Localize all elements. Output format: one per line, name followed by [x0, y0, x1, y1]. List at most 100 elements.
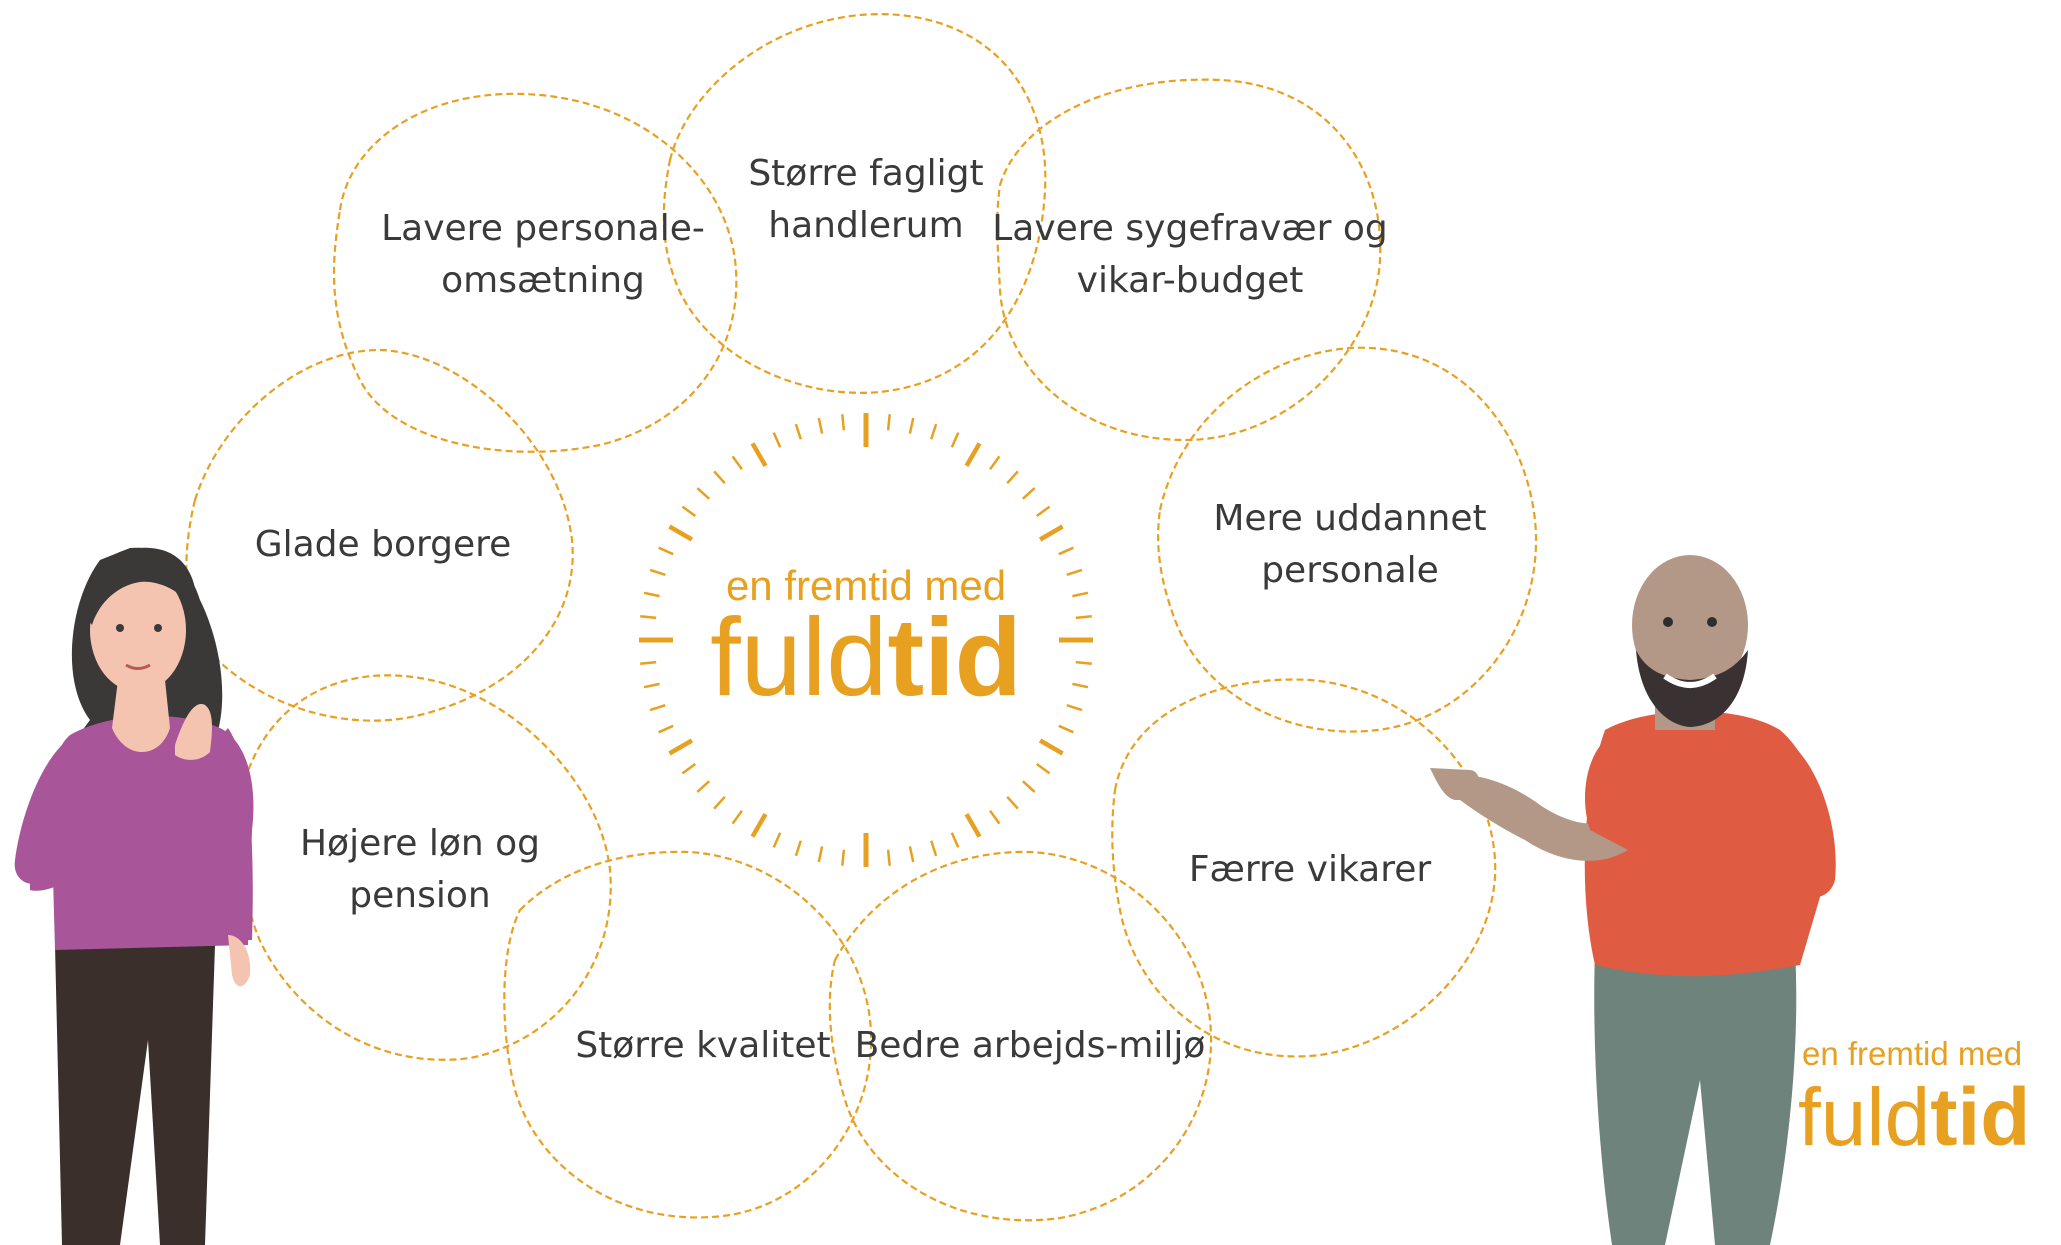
blob-lavere-personaleomsaetning	[332, 92, 738, 453]
sun-tick	[841, 414, 846, 431]
sun-tick	[681, 762, 697, 775]
benefit-label-2a: Større fagligt	[748, 153, 983, 194]
sun-tick	[1058, 546, 1074, 556]
sun-tick	[794, 423, 802, 440]
woman-arm-right	[200, 728, 253, 940]
corner-logo-tagline: en fremtid med	[1802, 1035, 2022, 1072]
corner-logo-word-bold: tid	[1930, 1072, 2030, 1163]
sun-tick	[1038, 524, 1064, 542]
woman-hand-lower	[228, 935, 251, 987]
sun-tick	[1035, 762, 1051, 775]
corner-logo-wordmark: fuldtid	[1798, 1072, 2030, 1163]
sun-tick	[988, 455, 1001, 471]
sun-tick	[696, 780, 711, 793]
benefit-labels: Lavere personale- omsætning Større fagli…	[255, 153, 1487, 1066]
sun-tick	[658, 546, 674, 556]
sun-tick	[658, 724, 674, 734]
sun-tick	[772, 432, 782, 448]
sun-tick	[681, 505, 697, 518]
man-eye-left	[1663, 617, 1673, 627]
sun-tick	[1035, 505, 1051, 518]
sun-tick	[668, 524, 694, 542]
center-logo-word-bold: tid	[887, 596, 1021, 719]
benefit-label-1b: omsætning	[441, 260, 645, 301]
benefit-label-3b: vikar-budget	[1077, 260, 1304, 301]
man-mouth	[1663, 673, 1717, 688]
woman-hand	[175, 704, 213, 760]
sun-tick	[668, 738, 694, 756]
benefit-label-5b: personale	[1261, 550, 1439, 591]
sun-tick	[964, 442, 982, 468]
benefit-label-5a: Mere uddannet	[1213, 498, 1486, 539]
benefit-label-7a: Færre vikarer	[1189, 849, 1432, 890]
sun-tick	[930, 840, 938, 857]
blob-mere-uddannet-personale	[1157, 346, 1538, 733]
sun-tick	[886, 414, 891, 431]
man-beard	[1636, 650, 1748, 727]
sun-tick	[731, 809, 744, 825]
sun-tick	[643, 591, 660, 598]
sun-tick	[908, 846, 915, 863]
sun-tick	[696, 487, 711, 500]
sun-tick	[1075, 660, 1092, 665]
woman-illustration	[14, 547, 254, 1245]
blob-lavere-sygefravaer	[996, 78, 1382, 442]
sun-tick	[1072, 591, 1089, 598]
man-arm-pointing	[1460, 775, 1628, 861]
woman-arm-left	[14, 738, 92, 884]
sun-tick	[950, 432, 960, 448]
sun-tick	[988, 809, 1001, 825]
sun-ticks	[639, 413, 1093, 867]
man-illustration	[1430, 555, 1836, 1245]
man-head	[1632, 555, 1748, 695]
sun-tick	[640, 660, 657, 665]
blob-bedre-arbejdsmiljoe	[828, 850, 1213, 1222]
sun-tick	[640, 615, 657, 620]
man-arm-right	[1770, 735, 1836, 897]
benefit-label-8a: Større kvalitet	[575, 1025, 830, 1066]
corner-logo: en fremtid med fuldtid	[1798, 1035, 2030, 1163]
sun-tick	[750, 442, 768, 468]
sun-tick	[886, 849, 891, 866]
blob-glade-borgere	[185, 348, 574, 722]
benefit-label-9a: Bedre arbejds-miljø	[855, 1025, 1206, 1066]
woman-mouth	[125, 663, 151, 670]
man-hand-pointing	[1430, 768, 1481, 800]
sun-tick	[1006, 795, 1019, 810]
sun-tick	[750, 812, 768, 838]
sun-tick	[713, 795, 726, 810]
woman-eye-left	[116, 624, 124, 632]
benefit-label-2b: handlerum	[768, 205, 963, 246]
sun-tick	[1066, 704, 1083, 712]
sun-tick	[731, 455, 744, 471]
sun-tick	[930, 423, 938, 440]
center-logo-wordmark: fuldtid	[710, 596, 1022, 719]
man-shirt	[1584, 711, 1826, 977]
sun-tick	[1072, 682, 1089, 689]
center-logo: en fremtid med fuldtid	[639, 413, 1093, 867]
sun-tick	[643, 682, 660, 689]
woman-eye-right	[154, 624, 162, 632]
sun-tick	[817, 846, 824, 863]
blob-faerre-vikarer	[1111, 678, 1497, 1058]
sun-tick	[649, 568, 666, 576]
sun-tick	[1038, 738, 1064, 756]
sun-tick	[1075, 615, 1092, 620]
sun-tick	[713, 470, 726, 485]
woman-face	[90, 568, 186, 692]
benefit-blobs	[185, 13, 1538, 1222]
blob-stoerre-fagligt-handlerum	[662, 13, 1047, 394]
sun-tick	[817, 417, 824, 434]
benefit-label-4a: Glade borgere	[255, 524, 512, 565]
sun-tick	[649, 704, 666, 712]
woman-neck	[112, 680, 170, 752]
sun-tick	[794, 840, 802, 857]
benefit-label-6a: Højere løn og	[300, 823, 540, 864]
sun-tick	[1021, 780, 1036, 793]
benefit-label-1a: Lavere personale-	[381, 208, 705, 249]
woman-legs	[55, 945, 215, 1245]
sun-tick	[841, 849, 846, 866]
sun-tick	[964, 812, 982, 838]
woman-forearm	[30, 749, 215, 891]
